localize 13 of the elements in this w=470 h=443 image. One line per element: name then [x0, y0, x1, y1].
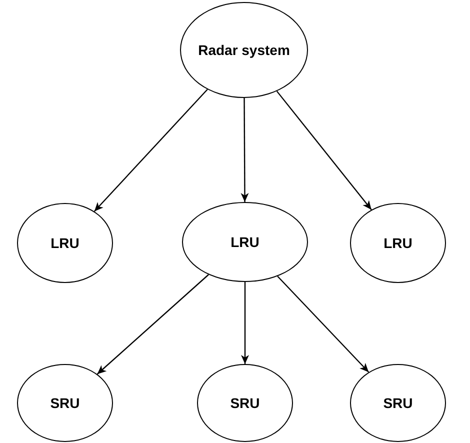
node-label: LRU	[230, 234, 260, 250]
arrow	[94, 89, 208, 212]
arrow	[277, 276, 370, 373]
node-label: SRU	[383, 395, 413, 411]
arrow	[276, 90, 372, 210]
arrow	[96, 274, 209, 375]
node-label: Radar system	[198, 42, 290, 58]
node-label: SRU	[230, 395, 260, 411]
node-label: LRU	[384, 235, 412, 251]
arrow	[241, 282, 249, 364]
arrow	[240, 98, 249, 202]
node-label: LRU	[50, 235, 80, 251]
node-label: SRU	[50, 395, 80, 411]
